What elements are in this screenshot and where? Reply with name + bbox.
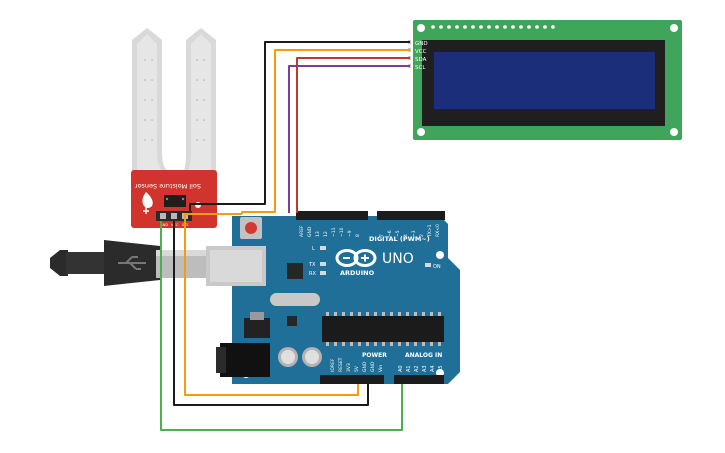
lcd-mount-hole [417, 24, 425, 32]
lcd-mount-hole [670, 24, 678, 32]
pin-label-6: ~6 [387, 230, 393, 237]
pin-label-3: ~3 [411, 230, 417, 237]
soil-moisture-sensor[interactable]: Soil Moisture Sensor GND VCC SIG [131, 28, 217, 228]
usb-symbol-icon [118, 256, 146, 270]
led-label-on: ON [433, 264, 441, 270]
pin-label-4: 4 [403, 234, 409, 237]
pin-label-reset: RESET [338, 357, 344, 372]
lcd-pin-vcc: VCC [415, 49, 427, 55]
lcd-mount-hole [417, 128, 425, 136]
wire-lcd-vcc[interactable] [241, 49, 410, 214]
crystal-oscillator [270, 293, 320, 306]
droplet-logo-icon [142, 192, 153, 214]
pin-label-12: 12 [323, 231, 329, 237]
wire-sensor-gnd[interactable] [173, 221, 369, 406]
microcontroller-chip [322, 316, 444, 342]
pin-label-9: ~9 [347, 230, 353, 237]
wire-sensor-vcc[interactable] [184, 213, 359, 396]
power-pin-labels: IOREF RESET 3V3 5V GND GND Vin [330, 357, 384, 372]
arduino-model: UNO [382, 251, 414, 267]
wire-lcd-gnd[interactable] [189, 41, 410, 211]
pin-label-ioref: IOREF [330, 358, 336, 372]
analog-pin-labels: A0 A1 A2 A3 A4 A5 [398, 365, 444, 372]
pin-label-a1: A1 [406, 365, 412, 372]
led-label-l: L [312, 246, 315, 252]
sensor-probe-dots [144, 59, 205, 141]
usb-controller-chip [287, 263, 303, 279]
wire-sensor-signal[interactable] [160, 221, 403, 431]
pin-label-11: ~11 [331, 227, 337, 237]
pin-label-a2: A2 [414, 365, 420, 372]
lcd-pin-sda: SDA [415, 57, 427, 63]
digital-pin-labels: AREF GND 13 12 ~11 ~10 ~9 8 7 ~6 ~5 4 ~3… [299, 224, 441, 238]
pin-label-2: 2 [419, 234, 425, 237]
pin-label-tx1: TX>1 [427, 224, 433, 238]
voltage-regulator [244, 318, 270, 338]
pin-label-7: 7 [379, 234, 385, 237]
pin-label-10: ~10 [339, 227, 345, 237]
digital-header[interactable] [296, 211, 445, 220]
arduino-brand: ARDUINO [340, 269, 375, 277]
wires [160, 41, 410, 431]
lcd-module[interactable]: GND VCC SDA SCL [408, 20, 682, 140]
wire-lcd-scl[interactable] [288, 65, 410, 213]
power-header[interactable] [320, 375, 384, 384]
pin-label-5: ~5 [395, 230, 401, 237]
led-label-rx: RX [309, 271, 316, 277]
lcd-pin-gnd: GND [415, 41, 428, 47]
board-leds: L TX RX ON [308, 246, 441, 277]
usb-cable [50, 240, 210, 286]
arduino-uno-board[interactable]: L TX RX ON ARDUINO UNO [206, 211, 460, 384]
pin-label-gnd: GND [307, 226, 313, 237]
power-section-label: POWER [362, 352, 387, 359]
pin-label-8: 8 [355, 234, 361, 237]
pin-label-a0: A0 [398, 365, 404, 372]
sensor-pin-gnd: GND [160, 223, 168, 227]
sensor-pin-header[interactable] [156, 211, 192, 221]
pin-label-rx0: RX<0 [435, 224, 441, 237]
lcd-mount-hole [670, 128, 678, 136]
lcd-header-pads [431, 25, 555, 29]
sensor-title: Soil Moisture Sensor [135, 182, 201, 190]
analog-header[interactable] [394, 375, 444, 384]
pin-label-vin: Vin [378, 365, 384, 372]
lcd-pin-scl: SCL [415, 65, 426, 71]
pin-label-3v3: 3V3 [346, 363, 352, 372]
pin-label-13: 13 [315, 231, 321, 237]
led-label-tx: TX [308, 262, 316, 268]
pin-label-a5: A5 [438, 365, 444, 372]
pin-label-aref: AREF [299, 225, 305, 237]
wire-lcd-sda[interactable] [296, 57, 410, 213]
pin-label-5v: 5V [354, 365, 360, 372]
sensor-chip [164, 195, 186, 207]
pin-label-a4: A4 [430, 365, 436, 372]
digital-section-label: DIGITAL (PWM~) [369, 235, 430, 243]
analog-section-label: ANALOG IN [405, 352, 442, 359]
power-jack[interactable] [220, 343, 270, 377]
arduino-infinity-logo-icon [335, 249, 377, 267]
lcd-screen [434, 52, 655, 109]
pin-label-gnd-1: GND [362, 361, 368, 372]
pin-label-gnd-2: GND [370, 361, 376, 372]
pin-label-a3: A3 [422, 365, 428, 372]
